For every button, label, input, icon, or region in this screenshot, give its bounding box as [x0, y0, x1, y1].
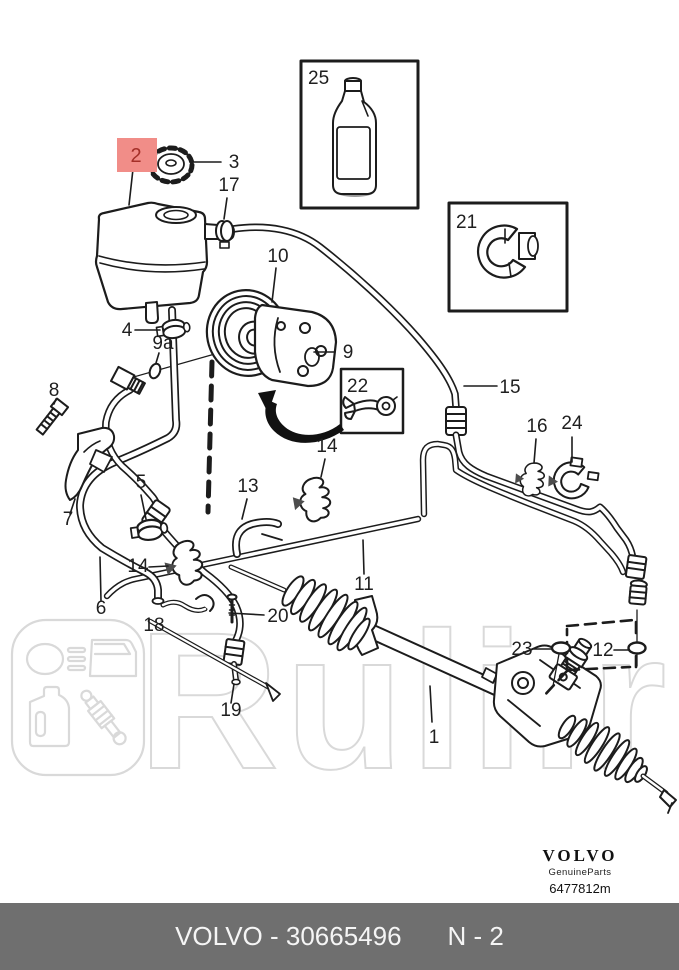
retainer-clip-icon — [476, 224, 539, 279]
part-label-3: 3 — [229, 152, 240, 173]
footer-page-ref: N - 2 — [447, 921, 504, 951]
part-label-16: 16 — [526, 416, 547, 437]
rack-boot-right — [557, 714, 648, 784]
genuine-parts-label: GenuineParts — [548, 867, 612, 878]
part-label-14-right: 14 — [316, 436, 338, 457]
part-label-18: 18 — [143, 615, 164, 636]
hose-union-sleeve — [445, 406, 467, 436]
wrench-icon — [342, 396, 398, 420]
filler-cap — [147, 145, 195, 185]
drawing-code: 6477812m — [549, 881, 611, 896]
brand-block: VOLVO GenuineParts 6477812m — [505, 846, 655, 896]
pressure-return-pipes — [103, 431, 648, 667]
part-label-12: 12 — [592, 640, 613, 661]
watermark-text: Ruli.ru — [138, 592, 679, 810]
hidden-edge-dashed-line — [205, 359, 215, 515]
part-label-7: 7 — [63, 509, 74, 530]
part-labels: 2 1 3 4 5 6 7 8 9 9a 10 11 12 13 14 14 1… — [49, 68, 614, 748]
highlighted-part-marker[interactable] — [117, 138, 157, 172]
part-label-6: 6 — [96, 598, 107, 619]
ruli-logo-icon — [10, 618, 146, 777]
part-label-13: 13 — [237, 476, 258, 497]
part-label-21: 21 — [456, 212, 477, 233]
part-label-4: 4 — [122, 320, 133, 341]
hose-threaded-fitting — [110, 365, 146, 395]
clip-pipe-18 — [147, 594, 281, 702]
part-label-9: 9 — [343, 342, 354, 363]
fluid-bottle-icon — [332, 77, 377, 197]
clip-14-left — [159, 537, 208, 590]
part-label-23: 23 — [511, 639, 532, 660]
o-ring-group — [540, 618, 647, 700]
part-label-17: 17 — [218, 175, 239, 196]
part-label-2[interactable]: 2 — [130, 145, 141, 167]
pointer-arrow — [265, 400, 344, 443]
part-label-22: 22 — [347, 376, 368, 397]
part-label-20: 20 — [267, 606, 288, 627]
part-label-19: 19 — [220, 700, 241, 721]
leader-lines — [53, 161, 629, 723]
part-label-9a: 9a — [152, 333, 174, 354]
steering-rack — [228, 564, 677, 814]
power-steering-pump — [253, 303, 338, 388]
boxed-wrench-tool — [258, 367, 405, 443]
clip-14-right — [289, 474, 335, 526]
pipe-guide-13 — [232, 518, 283, 558]
rack-boot-left — [281, 575, 371, 652]
part-label-14-left: 14 — [127, 556, 149, 577]
pipe-end-fitting-lower — [628, 579, 648, 606]
footer-part-number: VOLVO - 30665496 — [175, 921, 402, 951]
part-label-25: 25 — [308, 68, 329, 89]
bolt-8 — [35, 397, 70, 436]
pipe-end-fitting-upper — [624, 554, 648, 580]
fluid-reservoir — [94, 201, 235, 324]
parts-diagram-svg: Ruli.ru — [10, 59, 679, 814]
suction-hose-15 — [229, 223, 467, 436]
part-label-24: 24 — [561, 413, 583, 434]
boxed-fluid-bottle — [299, 59, 420, 210]
hose-clamp-17 — [215, 220, 234, 249]
o-ring-12 — [627, 641, 647, 655]
bracket-7 — [64, 426, 116, 501]
part-label-8: 8 — [49, 380, 60, 401]
footer-bar: VOLVO - 30665496 N - 2 — [0, 903, 679, 970]
o-ring-23 — [550, 641, 572, 655]
return-hose-6 — [76, 306, 181, 605]
clip-24 — [548, 456, 600, 500]
part-label-10: 10 — [267, 246, 288, 267]
o-ring-9a — [148, 362, 162, 380]
clip-16 — [513, 460, 547, 498]
volvo-logo: VOLVO — [542, 846, 618, 865]
part-label-5: 5 — [136, 472, 147, 493]
part-label-11: 11 — [354, 574, 374, 595]
boxed-retainer-clip — [447, 201, 569, 313]
screw-20 — [226, 593, 238, 624]
part-label-15: 15 — [499, 377, 520, 398]
part-label-1: 1 — [429, 727, 440, 748]
